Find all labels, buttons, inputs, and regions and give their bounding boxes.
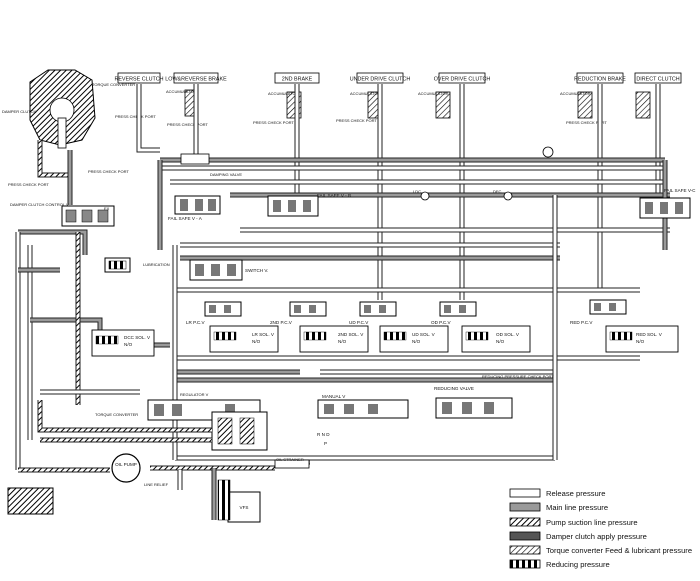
label-torque-converter: TORQUE CONVERTER <box>92 82 135 87</box>
legend-swatch-main <box>509 502 541 512</box>
label-overdrive-clutch: OVER DRIVE CLUTCH <box>434 77 491 83</box>
label-direct-clutch: DIRECT CLUTCH <box>636 77 679 83</box>
valve-fail-safe-a: FAIL SAFE V - A <box>168 216 203 221</box>
valve-fail-safe-b: FAIL SAFE V - B <box>317 193 351 198</box>
solenoid-od-type: N/O <box>496 339 505 344</box>
label-accumulator-2nd: ACCUMULATOR <box>268 91 299 96</box>
pressure-control-valves: LR P.C.V 2ND P.C.V UD P.C.V OD P.C.V RED… <box>186 299 627 325</box>
label-check-port-tc2: PRESS CHECK PORT <box>8 182 49 187</box>
label-reverse-clutch: REVERSE CLUTCH <box>114 77 163 83</box>
lubrication-block: LUBRICATION <box>104 257 170 273</box>
label-check-port-2nd: PRESS CHECK PORT <box>253 120 294 125</box>
manual-positions-top: R N D <box>317 432 330 437</box>
fail-safe-valves: FAIL SAFE V - A DAMPING VALVE FAIL SAFE … <box>168 146 696 221</box>
valve-od-pcv: OD P.C.V <box>431 320 452 325</box>
label-ex-dcc: EX <box>104 206 110 211</box>
solenoid-lr-type: N/O <box>252 339 261 344</box>
legend-swatch-reducing <box>509 559 541 569</box>
vfs-label: VFS <box>240 505 249 510</box>
label-line-relief: LINE RELIEF <box>144 482 169 487</box>
label-low-reverse-brake: LOW&REVERSE BRAKE <box>165 77 227 83</box>
label-damper-clutch: DAMPER CLUTCH <box>2 109 37 114</box>
solenoid-red-name: RED SOL. V <box>636 332 663 337</box>
label-check-port-tc1: PRESS CHECK PORT <box>88 169 129 174</box>
legend-label-main: Main line pressure <box>546 503 608 512</box>
legend-label-damper: Damper clutch apply pressure <box>546 532 647 541</box>
legend-swatch-release <box>509 488 541 498</box>
label-lubrication: LUBRICATION <box>143 262 170 267</box>
label-check-port-ud: PRESS CHECK PORT <box>336 118 377 123</box>
solenoid-lr-name: LR SOL. V <box>252 332 275 337</box>
label-accumulator-lr: ACCUMULATOR <box>166 89 197 94</box>
solenoid-ud-name: UD SOL. V <box>412 332 436 337</box>
label-accumulator-od: ACCUMULATOR <box>418 91 449 96</box>
legend-swatch-damper <box>509 531 541 541</box>
label-damper-clutch-control-v: DAMPER CLUTCH CONTROL V <box>10 202 69 207</box>
reducing-valve: REDUCING VALVE REDUCING PRESSURE CHECK P… <box>434 374 554 419</box>
valve-manual: MANUAL V <box>322 394 346 399</box>
label-ldc: LDC <box>413 189 421 194</box>
label-reducing-check-port: REDUCING PRESSURE CHECK PORT <box>482 374 554 379</box>
legend: Release pressure Main line pressure Pump… <box>509 488 692 569</box>
label-underdrive-clutch: UNDER DRIVE CLUTCH <box>350 77 411 83</box>
legend-label-converter: Torque converter Feed & lubricant pressu… <box>546 546 692 555</box>
legend-label-suction: Pump suction line pressure <box>546 518 638 527</box>
solenoid-dcc-type: N/O <box>124 342 133 347</box>
solenoid-valves: DCC SOL. V N/O LR SOL. V N/O 2ND SOL. V … <box>91 325 679 357</box>
actuator-feed-lines <box>136 84 661 300</box>
regulator-valve: REGULATOR V TORQUE CONVERTER <box>95 392 268 451</box>
solenoid-2nd-type: N/O <box>338 339 347 344</box>
switch-valve: SWITCH V. <box>189 259 268 281</box>
label-oil-strainer: OIL STRAINER <box>276 457 304 462</box>
valve-reducing-1: REDUCING VALVE <box>434 386 474 391</box>
valve-ud-pcv: UD P.C.V <box>349 320 369 325</box>
solenoid-2nd-name: 2ND SOL. V <box>338 332 364 337</box>
oil-pump-label: OIL PUMP <box>115 462 137 467</box>
torque-converter: TORQUE CONVERTER DAMPER CLUTCH PRESS CHE… <box>2 69 135 205</box>
valve-red-pcv: RED P.C.V <box>570 320 593 325</box>
label-check-port-lr: PRESS CHECK PORT <box>167 122 208 127</box>
label-accumulator-red: ACCUMULATOR <box>560 91 591 96</box>
main-buses <box>157 157 670 461</box>
manual-positions-bottom: P <box>324 441 327 446</box>
solenoid-od-name: OD SOL. V <box>496 332 520 337</box>
label-check-port-red: PRESS CHECK PORT <box>566 120 607 125</box>
actuator-headers: REVERSE CLUTCH LOW&REVERSE BRAKE 2ND BRA… <box>114 72 682 84</box>
label-check-port-rc: PRESS CHECK PORT <box>115 114 156 119</box>
label-regulator-v: REGULATOR V <box>180 392 209 397</box>
damper-clutch-control-valve: DAMPER CLUTCH CONTROL V EX <box>10 202 115 227</box>
valve-fail-safe-c: FAIL SAFE V-C <box>664 188 696 193</box>
legend-label-release: Release pressure <box>546 489 606 498</box>
valve-2nd-pcv: 2ND P.C.V <box>270 320 293 325</box>
legend-swatch-converter <box>509 545 541 555</box>
label-damping-valve: DAMPING VALVE <box>210 172 242 177</box>
valve-lr-pcv: LR P.C.V <box>186 320 205 325</box>
label-torque-converter-lower: TORQUE CONVERTER <box>95 412 138 417</box>
legend-label-reducing: Reducing pressure <box>546 560 610 569</box>
manual-valve: MANUAL V R N D P <box>317 394 409 446</box>
legend-swatch-suction <box>509 517 541 527</box>
solenoid-dcc-name: DCC SOL. V <box>124 335 151 340</box>
solenoid-ud-type: N/O <box>412 339 421 344</box>
label-second-brake: 2ND BRAKE <box>282 77 313 83</box>
solenoid-red-type: N/O <box>636 339 645 344</box>
label-accumulator-ud: ACCUMULATOR <box>350 91 381 96</box>
label-dec: DEC <box>493 189 502 194</box>
oil-pump: OIL PUMP OIL STRAINER LINE RELIEF VFS <box>7 453 310 523</box>
valve-switch: SWITCH V. <box>245 268 268 273</box>
label-reduction-brake: REDUCTION BRAKE <box>574 77 626 83</box>
